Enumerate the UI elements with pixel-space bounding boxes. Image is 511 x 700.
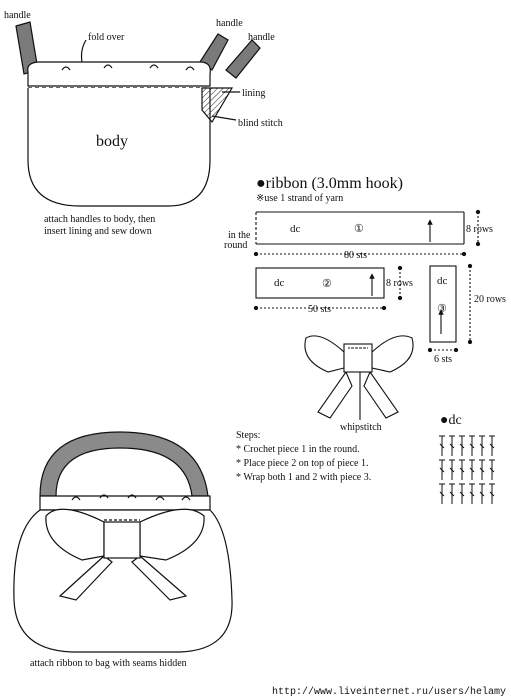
top-caption-line1: attach handles to body, then bbox=[44, 214, 155, 225]
dc-stitch-symbol bbox=[469, 459, 475, 480]
right-handle-shape-2 bbox=[225, 39, 261, 79]
label-handle-left: handle bbox=[4, 10, 31, 21]
bag-body-outline bbox=[27, 88, 211, 207]
piece3-stitch: dc bbox=[437, 275, 448, 287]
step-2: * Place piece 2 on top of piece 1. bbox=[236, 458, 368, 469]
label-fold-over: fold over bbox=[88, 32, 125, 43]
ribbon-piece-3 bbox=[427, 263, 473, 353]
dc-title: ●dc bbox=[440, 413, 462, 428]
piece2-stitch: dc bbox=[274, 277, 285, 289]
piece3-number: ③ bbox=[437, 303, 447, 315]
step-3: * Wrap both 1 and 2 with piece 3. bbox=[236, 472, 371, 483]
ribbon-piece-2 bbox=[253, 265, 403, 311]
piece1-stitch: dc bbox=[290, 223, 301, 235]
dc-stitch-symbol bbox=[459, 459, 465, 480]
piece2-width: 50 sts bbox=[308, 304, 331, 315]
dc-stitch-symbol bbox=[469, 435, 475, 456]
piece2-rows: 8 rows bbox=[386, 278, 413, 289]
bottom-handle-shape bbox=[39, 431, 209, 497]
ribbon-note: ※use 1 strand of yarn bbox=[256, 193, 343, 204]
label-blind-stitch: blind stitch bbox=[238, 118, 283, 129]
fold-over-band bbox=[27, 61, 211, 87]
dc-chart bbox=[439, 435, 495, 504]
dc-stitch-symbol bbox=[469, 483, 475, 504]
bottom-caption: attach ribbon to bag with seams hidden bbox=[30, 658, 187, 669]
piece1-number: ① bbox=[354, 223, 364, 235]
step-1: * Crochet piece 1 in the round. bbox=[236, 444, 360, 455]
label-handle-right-2: handle bbox=[248, 32, 275, 43]
label-in-the: in the bbox=[228, 230, 251, 241]
label-round: round bbox=[224, 240, 247, 251]
steps-heading: Steps: bbox=[236, 430, 260, 441]
dc-stitch-symbol bbox=[489, 459, 495, 480]
dc-stitch-symbol bbox=[449, 435, 455, 456]
top-bag-diagram bbox=[15, 21, 261, 207]
ribbon-piece-1 bbox=[253, 209, 481, 257]
bottom-bag-diagram bbox=[13, 431, 233, 653]
dc-stitch-symbol bbox=[459, 435, 465, 456]
dc-stitch-symbol bbox=[459, 483, 465, 504]
dc-stitch-symbol bbox=[479, 483, 485, 504]
piece3-rows: 20 rows bbox=[474, 294, 506, 305]
dc-stitch-symbol bbox=[489, 483, 495, 504]
footer-url: http://www.liveinternet.ru/users/helamy bbox=[272, 686, 506, 698]
dc-stitch-symbol bbox=[449, 459, 455, 480]
piece3-width: 6 sts bbox=[434, 354, 452, 365]
top-caption-line2: insert lining and sew down bbox=[44, 226, 152, 237]
lining-hatch bbox=[201, 87, 234, 124]
piece1-width: 80 sts bbox=[344, 250, 367, 261]
piece1-rows: 8 rows bbox=[466, 224, 493, 235]
dc-stitch-symbol bbox=[439, 435, 445, 456]
dc-stitch-symbol bbox=[449, 483, 455, 504]
piece2-number: ② bbox=[322, 278, 332, 290]
dc-stitch-symbol bbox=[439, 483, 445, 504]
label-handle-right-1: handle bbox=[216, 18, 243, 29]
label-lining: lining bbox=[242, 88, 265, 99]
bow-drawing bbox=[304, 335, 414, 420]
dc-stitch-symbol bbox=[439, 459, 445, 480]
dc-stitch-symbol bbox=[479, 459, 485, 480]
label-body: body bbox=[96, 133, 128, 150]
label-whipstitch: whipstitch bbox=[340, 422, 382, 433]
ribbon-title: ●ribbon (3.0mm hook) bbox=[256, 175, 403, 192]
dc-stitch-symbol bbox=[489, 435, 495, 456]
dc-stitch-symbol bbox=[479, 435, 485, 456]
